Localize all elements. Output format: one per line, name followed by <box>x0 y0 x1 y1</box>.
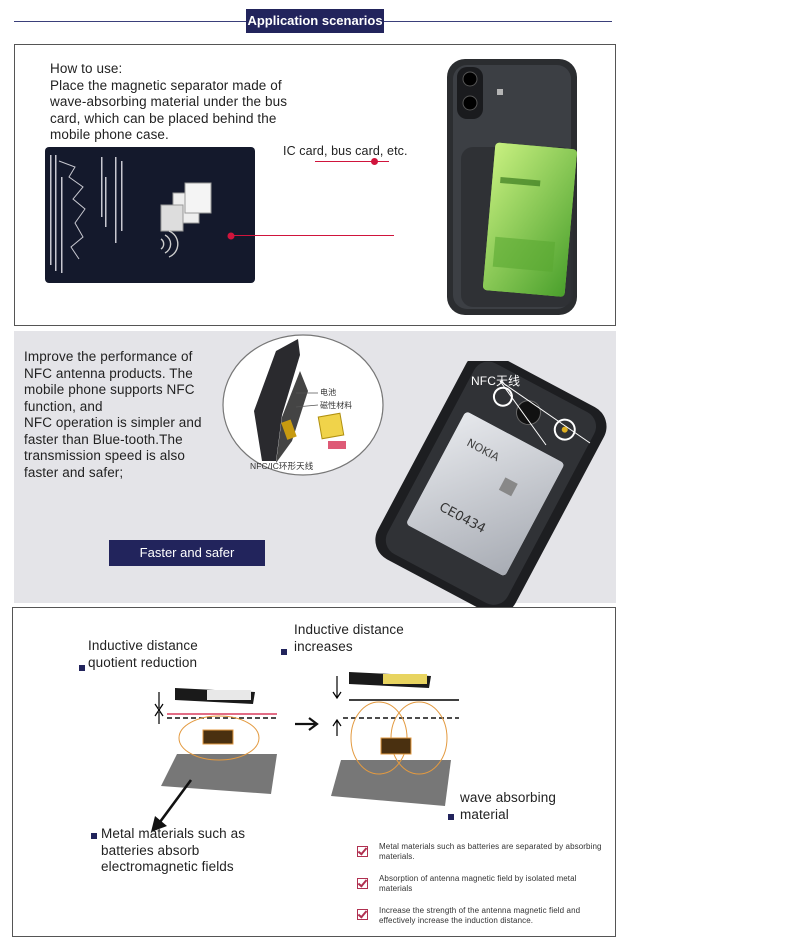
pointer-line-callout <box>315 161 389 162</box>
nfc-phone-image: NOKIA CE0434 <box>375 361 607 607</box>
nfc-description: Improve the performance of NFC antenna p… <box>24 349 202 480</box>
pointer-line-card <box>234 235 394 236</box>
wave-caption-bullet <box>448 814 454 820</box>
right-caption-bullet <box>281 649 287 655</box>
check-icon-3 <box>357 909 368 920</box>
checklist-item-2: Absorption of antenna magnetic field by … <box>379 874 577 893</box>
checklist-item-1: Metal materials such as batteries are se… <box>379 842 602 861</box>
how-to-use-panel: How to use: Place the magnetic separator… <box>14 44 616 326</box>
loop-antenna-label: NFC/IC环形天线 <box>250 461 314 471</box>
header-rule-left <box>14 21 246 22</box>
arrow-down-left-icon <box>151 779 193 832</box>
header-rule-right <box>384 21 612 22</box>
faster-safer-badge: Faster and safer <box>109 540 265 566</box>
magnetic-material-label: 磁性材料 <box>320 401 353 410</box>
right-caption: Inductive distance increases <box>294 622 404 654</box>
increased-distance-diagram <box>331 672 459 806</box>
arrow-right-icon <box>295 717 319 731</box>
check-icon-2 <box>357 878 368 889</box>
phone-with-card-image <box>447 59 577 315</box>
metal-caption: Metal materials such as batteries absorb… <box>101 826 246 874</box>
nfc-loop-antenna-diagram <box>222 334 384 476</box>
check-icon-1 <box>357 846 368 857</box>
metal-caption-bullet <box>91 833 97 839</box>
ic-card-callout: IC card, bus card, etc. <box>283 144 408 158</box>
nfc-antenna-label: NFC天线 <box>471 374 521 388</box>
how-to-use-text: How to use: Place the magnetic separator… <box>50 61 288 142</box>
left-caption: Inductive distance quotient reduction <box>88 638 198 670</box>
nfc-performance-panel: Improve the performance of NFC antenna p… <box>14 331 616 607</box>
section-title: Application scenarios <box>246 9 384 33</box>
battery-label: 电池 <box>320 388 337 397</box>
pointer-dot-callout <box>371 158 378 165</box>
reduced-distance-diagram <box>154 688 277 794</box>
checklist-item-3: Increase the strength of the antenna mag… <box>379 906 581 925</box>
induction-distance-panel: Inductive distance quotient reduction In… <box>12 607 616 937</box>
wave-caption: wave absorbing material <box>460 790 556 822</box>
absorbing-sticker-card <box>45 147 255 283</box>
left-caption-bullet <box>79 665 85 671</box>
